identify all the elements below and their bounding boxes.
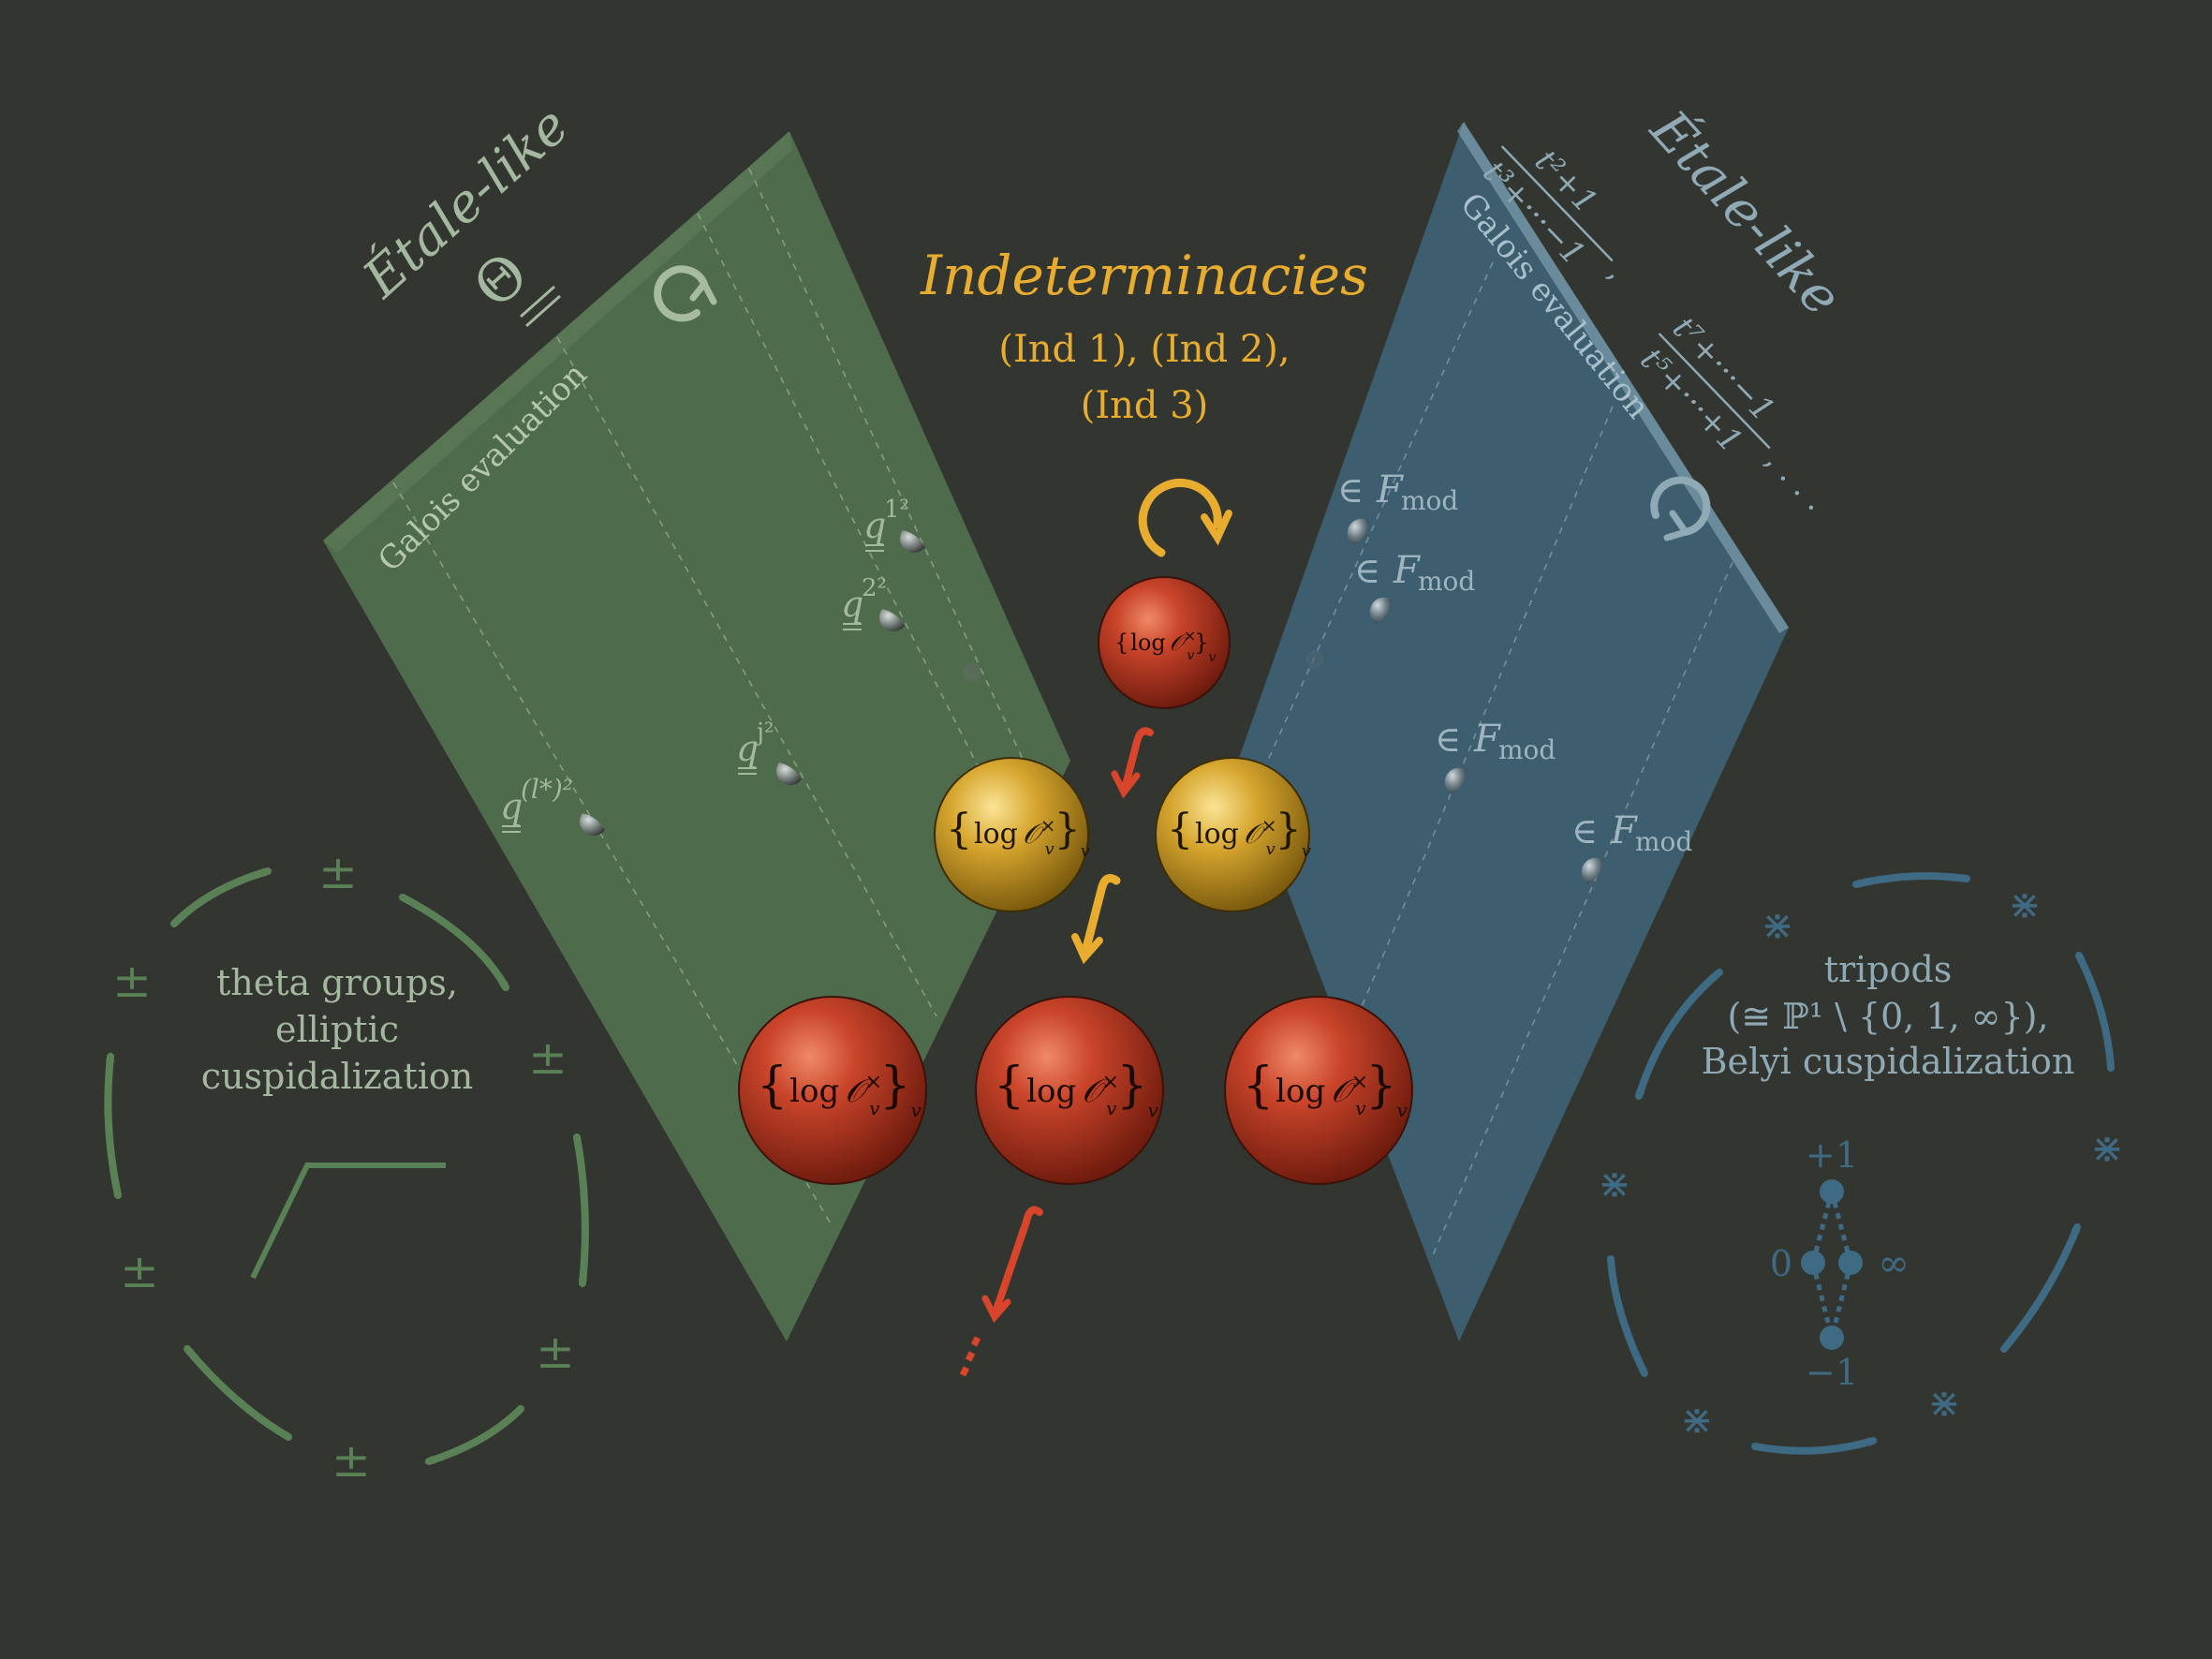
fmod-label-1: ∈ F mod [1337,468,1458,516]
drop-fmod-2 [1369,597,1392,624]
svg-text:+1: +1 [1806,1134,1858,1176]
drop-2 [878,609,905,632]
svg-text:Belyi cuspidalization: Belyi cuspidalization [1702,1041,2075,1082]
arrow-red-top [1111,727,1154,799]
svg-text:∈: ∈ [1435,718,1461,760]
svg-text:−1: −1 [1806,1352,1858,1393]
svg-text:∈: ∈ [1337,469,1364,511]
svg-text:q: q [863,505,886,546]
drop-1 [899,530,925,554]
svg-text:mod: mod [1418,566,1475,597]
svg-text:, . . .: , . . . [1758,441,1834,518]
svg-text:⋇: ⋇ [1598,1161,1630,1207]
arrow-gold-middle [1071,874,1121,965]
svg-text:∈: ∈ [1571,810,1598,852]
svg-text:F: F [1473,718,1501,761]
drop-j [775,763,802,786]
indeterminacies-title: Indeterminacies [920,244,1368,307]
fmod-label-3: ∈ F mod [1435,718,1556,765]
svg-text:∞: ∞ [1878,1242,1909,1285]
svg-text:(l*)²: (l*)² [521,774,573,805]
arrow-red-bottom [981,1206,1043,1324]
svg-text:2²: 2² [862,574,887,602]
svg-text:q: q [841,584,863,625]
drop-fmod-4 [1581,857,1603,884]
cusp-shape [250,1163,446,1280]
svg-text:⋇: ⋇ [2008,881,2041,927]
svg-text:mod: mod [1498,734,1556,765]
blue-plane-guides [1246,261,1733,1256]
svg-text:j²: j² [754,718,774,747]
svg-text:mod: mod [1401,485,1458,516]
tripod-cycle [1607,872,2115,1455]
svg-text:F: F [1610,809,1638,852]
q-label-lstar: q (l*)² [500,774,573,833]
theta-symbol: Θ [460,239,561,328]
tripod-graph: +1 0 ∞ −1 [1770,1134,1910,1393]
svg-text:⋇: ⋇ [1680,1397,1713,1443]
svg-text:⋇: ⋇ [2090,1125,2123,1171]
star-symbols: ⋇ ⋇ ⋇ ⋇ ⋇ ⋇ [1598,881,2123,1443]
svg-text:±: ± [112,954,152,1008]
svg-text:1²: 1² [884,496,909,524]
green-plane-guides [392,168,1045,1226]
svg-text:q: q [736,728,759,769]
dots-bottom [959,1336,981,1377]
svg-text:(≅ ℙ¹ \ {0, 1, ∞}),: (≅ ℙ¹ \ {0, 1, ∞}), [1727,996,2048,1037]
svg-text:±: ± [536,1325,575,1379]
rotation-icon-gold [1138,479,1232,557]
svg-text:theta groups,: theta groups, [216,962,458,1003]
drop-lstar [579,813,605,836]
svg-text:F: F [1393,549,1421,592]
pm-symbols: ± ± ± ± ± ± [112,845,575,1488]
svg-text:±: ± [120,1244,159,1298]
q-label-1: q 1² [863,496,909,552]
tripod-cycle-text: tripods (≅ ℙ¹ \ {0, 1, ∞}), Belyi cuspid… [1702,949,2075,1082]
svg-text:±: ± [332,1433,371,1488]
svg-text:tripods: tripods [1824,949,1953,990]
theta-cycle-text: theta groups, elliptic cuspidalization [201,962,473,1097]
svg-text:∈: ∈ [1354,550,1380,591]
svg-text:⋇: ⋇ [1927,1380,1960,1426]
svg-text:0: 0 [1770,1243,1792,1284]
indeterminacies-line1: (Ind 1), (Ind 2), [998,328,1290,371]
q-label-j: q j² [736,718,774,775]
green-plane-shade [323,131,792,553]
theta-cycle [104,867,589,1465]
drop-fmod-1 [1347,518,1369,545]
svg-text:⋇: ⋇ [1761,902,1793,948]
svg-text:elliptic: elliptic [275,1009,399,1050]
svg-text:cuspidalization: cuspidalization [201,1056,473,1097]
faint-drop-right [1305,650,1324,669]
svg-text:mod: mod [1635,826,1692,857]
fmod-label-4: ∈ F mod [1571,809,1692,857]
svg-text:±: ± [528,1030,568,1085]
drop-fmod-3 [1444,767,1467,794]
faint-drop [963,663,981,682]
svg-text:F: F [1376,468,1404,511]
indeterminacies-line2: (Ind 3) [1081,384,1209,427]
fmod-label-2: ∈ F mod [1354,549,1475,597]
svg-text:q: q [500,786,523,827]
svg-text:,: , [1600,254,1634,288]
svg-text:±: ± [318,845,358,899]
rotation-icon-right [1650,476,1711,541]
rotation-icon-left [654,265,717,322]
q-label-2: q 2² [841,574,887,630]
etale-label-right: Étale-like [1638,97,1854,328]
